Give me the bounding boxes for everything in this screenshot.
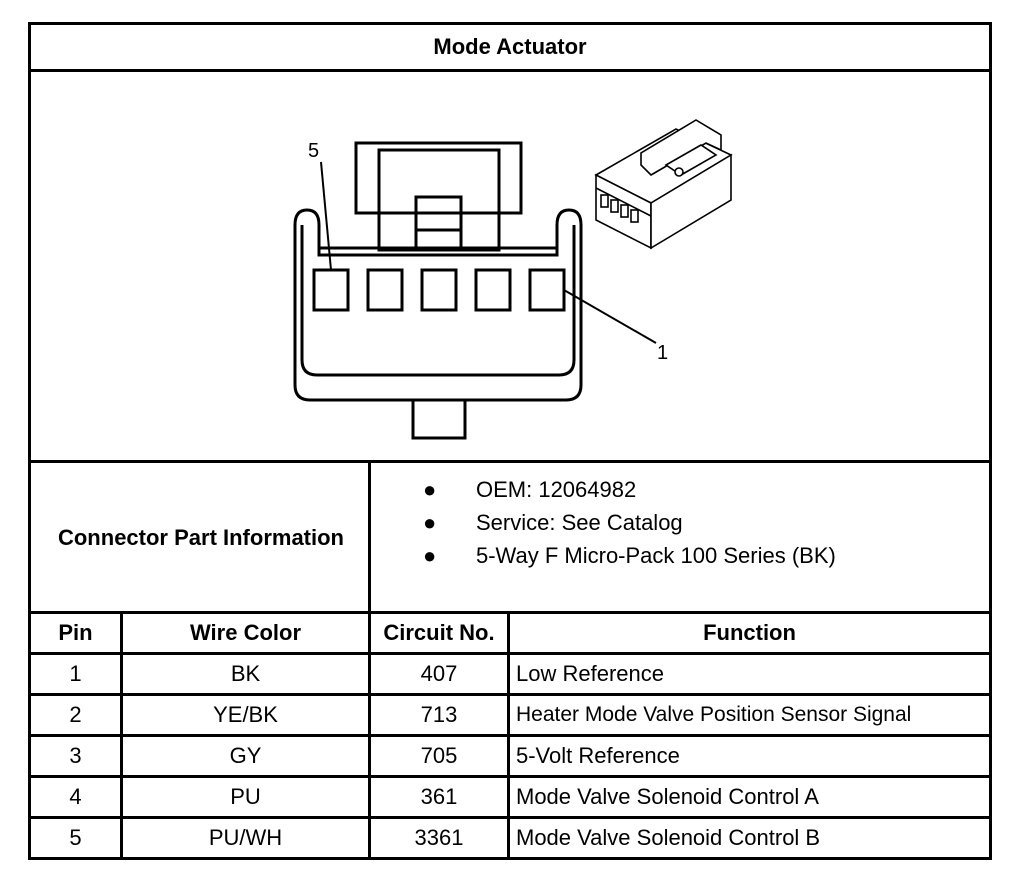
cell-function: 5-Volt Reference bbox=[516, 743, 680, 768]
divider bbox=[31, 69, 989, 72]
cell-wire-color: YE/BK bbox=[213, 702, 278, 727]
cell-function: Mode Valve Solenoid Control A bbox=[516, 784, 819, 809]
connector-info-item: ●5-Way F Micro-Pack 100 Series (BK) bbox=[423, 543, 836, 568]
callout-5: 5 bbox=[308, 140, 319, 162]
cell-wire-color: BK bbox=[230, 661, 261, 686]
cell-function: Low Reference bbox=[516, 661, 664, 686]
cell-circuit-no: 407 bbox=[420, 661, 458, 686]
cell-wire-color: GY bbox=[229, 743, 262, 768]
cell-wire-color: PU/WH bbox=[208, 825, 283, 850]
callout-1: 1 bbox=[657, 342, 668, 364]
callout-leader-1 bbox=[563, 289, 657, 344]
cell-circuit-no: 361 bbox=[420, 784, 458, 809]
connector-face bbox=[293, 208, 583, 402]
divider bbox=[368, 460, 371, 611]
pin-cavity-2 bbox=[474, 268, 512, 312]
column-header-function: Function bbox=[703, 620, 796, 645]
pin-cavity-3 bbox=[420, 268, 458, 312]
cell-pin: 1 bbox=[69, 661, 82, 686]
divider bbox=[31, 611, 989, 614]
connector-info-list: ●OEM: 12064982 ●Service: See Catalog ●5-… bbox=[421, 473, 836, 572]
connector-info-item: ●Service: See Catalog bbox=[423, 510, 683, 535]
column-header-circuit-no: Circuit No. bbox=[383, 620, 495, 645]
bottom-tab bbox=[411, 398, 467, 440]
divider bbox=[31, 460, 989, 463]
pin-cavities bbox=[312, 268, 566, 312]
cell-pin: 5 bbox=[69, 825, 82, 850]
cell-circuit-no: 713 bbox=[420, 702, 458, 727]
column-header-wire-color: Wire Color bbox=[189, 620, 302, 645]
cell-function: Mode Valve Solenoid Control B bbox=[516, 825, 821, 850]
cell-pin: 3 bbox=[69, 743, 82, 768]
pin-cavity-5 bbox=[312, 268, 350, 312]
connector-part-information-label: Connector Part Information bbox=[57, 525, 344, 550]
latch bbox=[354, 141, 523, 252]
callout-leader-5 bbox=[320, 161, 332, 271]
cell-wire-color: PU bbox=[230, 784, 261, 809]
cell-circuit-no: 3361 bbox=[414, 825, 464, 850]
cell-pin: 2 bbox=[69, 702, 82, 727]
pin-cavity-4 bbox=[366, 268, 404, 312]
page-title: Mode Actuator bbox=[433, 34, 587, 59]
connector-iso-view bbox=[594, 119, 733, 250]
connector-sheet: Mode Actuator 5 1 bbox=[28, 22, 992, 860]
cell-pin: 4 bbox=[69, 784, 82, 809]
connector-diagram: 5 1 bbox=[293, 119, 733, 440]
column-header-pin: Pin bbox=[58, 620, 93, 645]
cell-circuit-no: 705 bbox=[420, 743, 458, 768]
connector-info-item: ●OEM: 12064982 bbox=[423, 477, 637, 502]
cell-function: Heater Mode Valve Position Sensor Signal bbox=[516, 703, 912, 726]
pin-cavity-1 bbox=[528, 268, 566, 312]
